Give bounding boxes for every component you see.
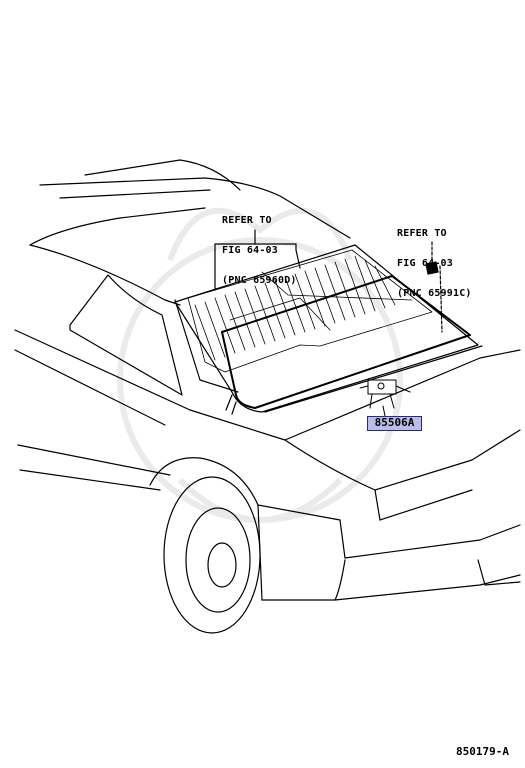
callout-line: (PNC 65960D) xyxy=(222,275,297,286)
roof-inner-line xyxy=(59,189,211,199)
callout-refer-65960d: REFER TO FIG 64-03 (PNC 65960D) xyxy=(222,196,297,296)
sunshade-panel xyxy=(187,249,433,373)
roof-top-edge xyxy=(84,159,241,191)
callout-b-leader-dashed xyxy=(439,265,443,333)
callout-a-leader-3 xyxy=(295,249,301,269)
part-number-label[interactable]: 85506A xyxy=(367,416,422,431)
trunk-lid xyxy=(284,349,521,441)
callout-line: FIG 64-03 xyxy=(222,245,278,256)
body-side-top xyxy=(14,329,286,441)
sunshade-motor-part xyxy=(359,379,411,409)
wheel-arch xyxy=(149,457,263,601)
callout-line: FIG 64-03 xyxy=(397,258,453,269)
c-pillar-edge xyxy=(174,299,239,393)
rear-wheel-rim xyxy=(185,507,251,613)
body-side-beltline xyxy=(17,444,171,476)
callout-line: REFER TO xyxy=(397,228,447,239)
rear-wheel-hub xyxy=(207,542,237,588)
roof-side xyxy=(29,207,206,246)
roof-line xyxy=(39,177,351,239)
callout-line: (PNC 65991C) xyxy=(397,288,472,299)
bumper-end xyxy=(477,559,521,586)
body-side-mid xyxy=(14,349,166,426)
diagram-code: 850179-A xyxy=(456,745,509,758)
rear-wheel xyxy=(163,476,261,634)
sunshade-rail xyxy=(221,275,471,409)
part-leader xyxy=(382,405,386,417)
side-window xyxy=(69,274,183,396)
trunk-rear-edge xyxy=(374,489,473,521)
clip-part xyxy=(425,261,439,275)
lower-quarter xyxy=(257,504,341,521)
rear-bumper xyxy=(339,519,521,559)
rear-window-outer xyxy=(174,244,479,413)
trunk-lid-side xyxy=(284,429,521,491)
rear-pillar xyxy=(29,244,181,306)
rail-left-mount xyxy=(225,394,237,415)
callout-line: REFER TO xyxy=(222,215,272,226)
callout-refer-65991c: REFER TO FIG 64-03 (PNC 65991C) xyxy=(397,209,472,309)
watermark-emblem xyxy=(117,207,403,523)
parcel-line xyxy=(264,345,483,413)
body-lower-line xyxy=(19,469,161,491)
rear-bumper-lower xyxy=(334,559,521,601)
